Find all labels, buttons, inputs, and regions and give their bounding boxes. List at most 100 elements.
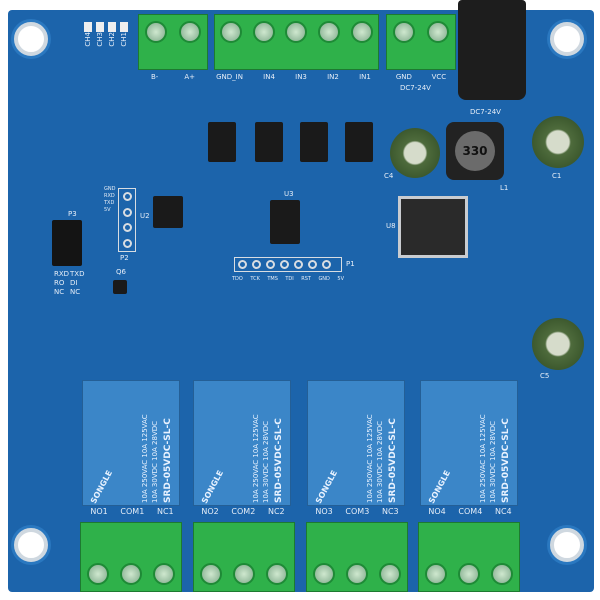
relay-rating: 10A 30VDC 10A 28VDC bbox=[262, 420, 270, 503]
component-label: U8 bbox=[386, 222, 396, 230]
relay-1-terminal[interactable] bbox=[80, 522, 182, 592]
voltage-regulator bbox=[398, 196, 468, 258]
component-label: L1 bbox=[500, 184, 509, 192]
relay-rating: 10A 30VDC 10A 28VDC bbox=[151, 420, 159, 503]
capacitor-c5 bbox=[532, 318, 584, 370]
relay-terminal-label: NC4 bbox=[494, 507, 512, 516]
capacitor-c4 bbox=[390, 128, 440, 178]
optocoupler-chip bbox=[255, 122, 283, 162]
component-label: C4 bbox=[384, 172, 394, 180]
pin-label: TDI bbox=[285, 276, 294, 282]
relay-brand: SONGLE bbox=[89, 468, 115, 506]
jumper-pin-label: RO bbox=[54, 279, 65, 287]
component-label: C5 bbox=[540, 372, 550, 380]
relay-4: SONGLE 10A 250VAC 10A 125VAC 10A 30VDC 1… bbox=[420, 380, 518, 506]
optocoupler-chip bbox=[345, 122, 373, 162]
pin-label: TCK bbox=[250, 276, 260, 282]
pin-label: TXD bbox=[104, 200, 115, 206]
ic-u2 bbox=[153, 196, 183, 228]
led-label: CH3 bbox=[96, 32, 104, 47]
relay-terminal-label: COM2 bbox=[231, 507, 256, 516]
relay-terminal-label: COM4 bbox=[458, 507, 483, 516]
relay-3-terminal[interactable] bbox=[306, 522, 408, 592]
relay-rating: 10A 250VAC 10A 125VAC bbox=[366, 414, 374, 503]
component-label: C1 bbox=[552, 172, 562, 180]
terminal-label: GND bbox=[395, 73, 412, 81]
jumper-p3[interactable] bbox=[52, 220, 82, 266]
relay-rating: 10A 250VAC 10A 125VAC bbox=[141, 414, 149, 503]
relay-terminal-label: NO1 bbox=[90, 507, 108, 516]
pin-label: GND bbox=[104, 186, 116, 192]
header-label: P1 bbox=[346, 260, 355, 268]
pin-label: GND bbox=[318, 276, 330, 282]
jumper-pin-label: RXD bbox=[54, 270, 70, 278]
relay-rating: 10A 250VAC 10A 125VAC bbox=[252, 414, 260, 503]
relay-brand: SONGLE bbox=[200, 468, 226, 506]
terminal-label: A+ bbox=[184, 73, 195, 81]
relay-model: SRD-05VDC-SL-C bbox=[274, 418, 284, 503]
relay-rating: 10A 30VDC 10A 28VDC bbox=[489, 420, 497, 503]
component-label: Q6 bbox=[116, 268, 126, 276]
jumper-pin-label: NC bbox=[70, 288, 81, 296]
relay-2: SONGLE 10A 250VAC 10A 125VAC 10A 30VDC 1… bbox=[193, 380, 291, 506]
led-label: CH1 bbox=[120, 32, 128, 47]
relay-terminal-label: NO3 bbox=[315, 507, 333, 516]
pin-label: RXD bbox=[104, 193, 115, 199]
dc-jack-label: DC7-24V bbox=[470, 108, 501, 116]
mounting-hole bbox=[14, 22, 48, 56]
relay-terminal-label: NO2 bbox=[201, 507, 219, 516]
pin-label: 5V bbox=[337, 276, 344, 282]
optocoupler-chip bbox=[300, 122, 328, 162]
relay-brand: SONGLE bbox=[427, 468, 453, 506]
mounting-hole bbox=[550, 22, 584, 56]
led-label: CH2 bbox=[108, 32, 116, 47]
relay-4-terminal[interactable] bbox=[418, 522, 520, 592]
relay-terminal-label: COM3 bbox=[345, 507, 370, 516]
header-label: P2 bbox=[120, 254, 129, 262]
component-label: U3 bbox=[284, 190, 294, 198]
relay-model: SRD-05VDC-SL-C bbox=[163, 418, 173, 503]
pin-label: RST bbox=[301, 276, 311, 282]
jumper-pin-label: DI bbox=[70, 279, 78, 287]
relay-terminal-label: NO4 bbox=[428, 507, 446, 516]
terminal-label: IN4 bbox=[263, 73, 275, 81]
capacitor-c1 bbox=[532, 116, 584, 168]
header-p2[interactable] bbox=[118, 188, 136, 252]
jumper-pin-label: NC bbox=[54, 288, 65, 296]
terminal-inputs[interactable] bbox=[214, 14, 379, 70]
relay-2-terminal[interactable] bbox=[193, 522, 295, 592]
relay-terminal-label: NC1 bbox=[156, 507, 174, 516]
terminal-label: GND_IN bbox=[216, 73, 243, 81]
relay-rating: 10A 250VAC 10A 125VAC bbox=[479, 414, 487, 503]
mounting-hole bbox=[14, 528, 48, 562]
relay-model: SRD-05VDC-SL-C bbox=[501, 418, 511, 503]
relay-3: SONGLE 10A 250VAC 10A 125VAC 10A 30VDC 1… bbox=[307, 380, 405, 506]
terminal-label: IN1 bbox=[359, 73, 371, 81]
ic-u3 bbox=[270, 200, 300, 244]
inductor: 330 bbox=[446, 122, 504, 180]
relay-terminal-label: NC3 bbox=[381, 507, 399, 516]
jumper-label: P3 bbox=[68, 210, 77, 218]
pin-label: TDO bbox=[232, 276, 243, 282]
transistor-q6 bbox=[113, 280, 127, 294]
terminal-power-out[interactable] bbox=[138, 14, 208, 70]
led-label: CH4 bbox=[84, 32, 92, 47]
terminal-label: VCC bbox=[431, 73, 447, 81]
component-label: U2 bbox=[140, 212, 150, 220]
terminal-label: IN2 bbox=[327, 73, 339, 81]
pin-label: 5V bbox=[104, 207, 111, 213]
terminal-power-in[interactable] bbox=[386, 14, 456, 70]
relay-1: SONGLE 10A 250VAC 10A 125VAC 10A 30VDC 1… bbox=[82, 380, 180, 506]
relay-model: SRD-05VDC-SL-C bbox=[388, 418, 398, 503]
terminal-label: IN3 bbox=[295, 73, 307, 81]
relay-rating: 10A 30VDC 10A 28VDC bbox=[376, 420, 384, 503]
jumper-pin-label: TXD bbox=[70, 270, 85, 278]
relay-terminal-label: COM1 bbox=[120, 507, 145, 516]
dc-jack[interactable] bbox=[458, 0, 526, 100]
header-p1[interactable] bbox=[234, 257, 342, 272]
mounting-hole bbox=[550, 528, 584, 562]
optocoupler-chip bbox=[208, 122, 236, 162]
terminal-label: B- bbox=[151, 73, 159, 81]
relay-brand: SONGLE bbox=[314, 468, 340, 506]
pin-label: TMS bbox=[267, 276, 278, 282]
